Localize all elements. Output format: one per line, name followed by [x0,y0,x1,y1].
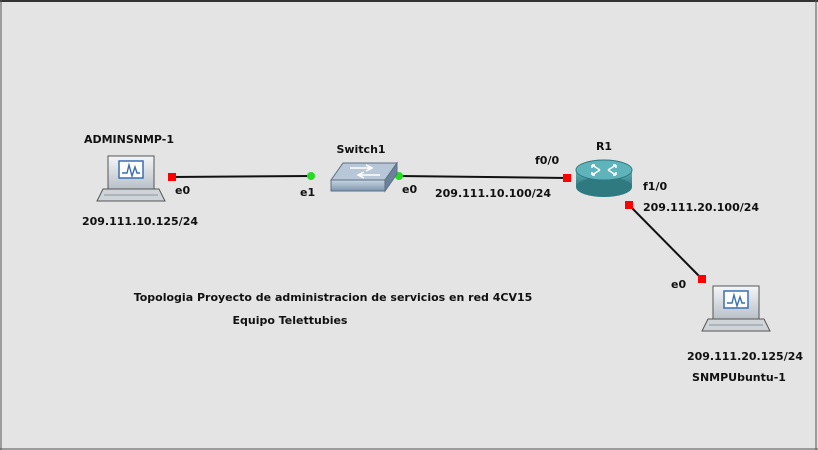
links [171,175,703,280]
node-adminsnmp[interactable]: ADMINSNMP-1 209.111.10.125/24 [82,133,198,228]
switch-icon [330,161,398,193]
interface-ip-r1-f10: 209.111.20.100/24 [643,201,759,214]
node-name: R1 [596,140,612,153]
interface-label-snmpubuntu-e0: e0 [671,278,686,291]
node-name: Switch1 [336,143,385,156]
node-snmpubuntu[interactable]: 209.111.20.125/24 SNMPUbuntu-1 [687,285,803,384]
note-line-2: Equipo Telettubies [233,314,348,327]
interface-ip-r1-f00: 209.111.10.100/24 [435,187,551,200]
interface-label-r1-f00: f0/0 [535,154,559,167]
node-ip: 209.111.10.125/24 [82,215,198,228]
node-name: ADMINSNMP-1 [84,133,174,146]
port-marker-snmpubuntu-e0[interactable] [698,275,706,283]
interface-label-r1-f10: f1/0 [643,180,667,193]
node-name: SNMPUbuntu-1 [692,371,786,384]
port-marker-r1-f00[interactable] [563,174,571,182]
link-adminsnmp-switch1[interactable] [171,175,312,178]
link-r1-snmpubuntu[interactable] [628,204,703,280]
router-icon [575,159,633,197]
node-ip: 209.111.20.125/24 [687,350,803,363]
interface-label-switch1-e1: e1 [300,186,315,199]
link-switch1-r1[interactable] [398,175,568,179]
port-marker-adminsnmp-e0[interactable] [168,173,176,181]
note-line-1: Topologia Proyecto de administracion de … [134,291,533,304]
interface-label-switch1-e0: e0 [402,183,417,196]
node-r1[interactable]: R1 [575,140,633,197]
computer-icon [701,285,771,332]
node-switch1[interactable]: Switch1 [330,143,398,193]
port-marker-r1-f10[interactable] [625,201,633,209]
port-marker-switch1-e1[interactable] [307,172,315,180]
computer-icon [96,155,166,202]
interface-label-adminsnmp-e0: e0 [175,184,190,197]
